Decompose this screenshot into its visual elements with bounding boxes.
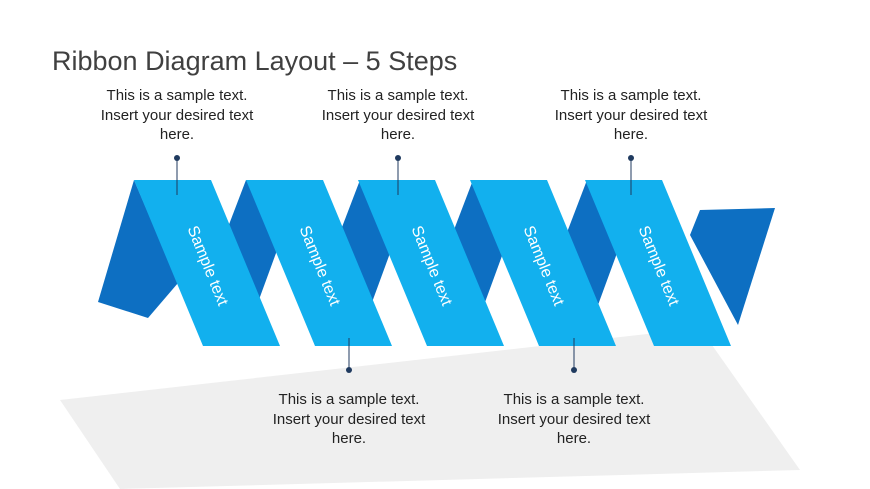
ribbon-panel-2	[246, 180, 392, 346]
callout-line: This is a sample text.	[560, 87, 702, 104]
callout-line: here.	[159, 126, 195, 143]
callout-bottom-1: This is a sample text. Insert your desir…	[254, 390, 444, 449]
ribbon-tail-left	[98, 180, 178, 318]
callout-top-2: This is a sample text. Insert your desir…	[303, 86, 493, 145]
callout-top-1: This is a sample text. Insert your desir…	[82, 86, 272, 145]
callout-line: This is a sample text.	[106, 87, 248, 104]
callout-line: Insert your desired text	[321, 106, 475, 124]
connector-dot-top-3	[628, 155, 634, 161]
ribbon-tail-right	[690, 208, 775, 325]
ribbon-front-panels	[134, 180, 731, 346]
connector-dot-bottom-1	[346, 367, 352, 373]
callout-line: here.	[613, 126, 649, 143]
ribbon-panel-3	[358, 180, 504, 346]
callout-line: here.	[331, 430, 367, 447]
ribbon-shadow	[60, 328, 800, 489]
callout-line: here.	[380, 126, 416, 143]
connector-dot-top-2	[395, 155, 401, 161]
callout-line: Insert your desired text	[554, 106, 708, 124]
slide-title: Ribbon Diagram Layout – 5 Steps	[52, 46, 458, 77]
callout-line: This is a sample text.	[327, 87, 469, 104]
callout-bottom-2: This is a sample text. Insert your desir…	[479, 390, 669, 449]
callout-line: Insert your desired text	[100, 106, 254, 124]
connector-dot-bottom-2	[571, 367, 577, 373]
connector-dot-top-1	[174, 155, 180, 161]
callout-line: This is a sample text.	[503, 391, 645, 408]
ribbon-panel-4	[470, 180, 616, 346]
callout-line: here.	[556, 430, 592, 447]
ribbon-panel-5	[585, 180, 731, 346]
callout-top-3: This is a sample text. Insert your desir…	[536, 86, 726, 145]
callout-line: Insert your desired text	[497, 410, 651, 428]
callout-line: This is a sample text.	[278, 391, 420, 408]
ribbon-panel-1	[134, 180, 280, 346]
callout-line: Insert your desired text	[272, 410, 426, 428]
